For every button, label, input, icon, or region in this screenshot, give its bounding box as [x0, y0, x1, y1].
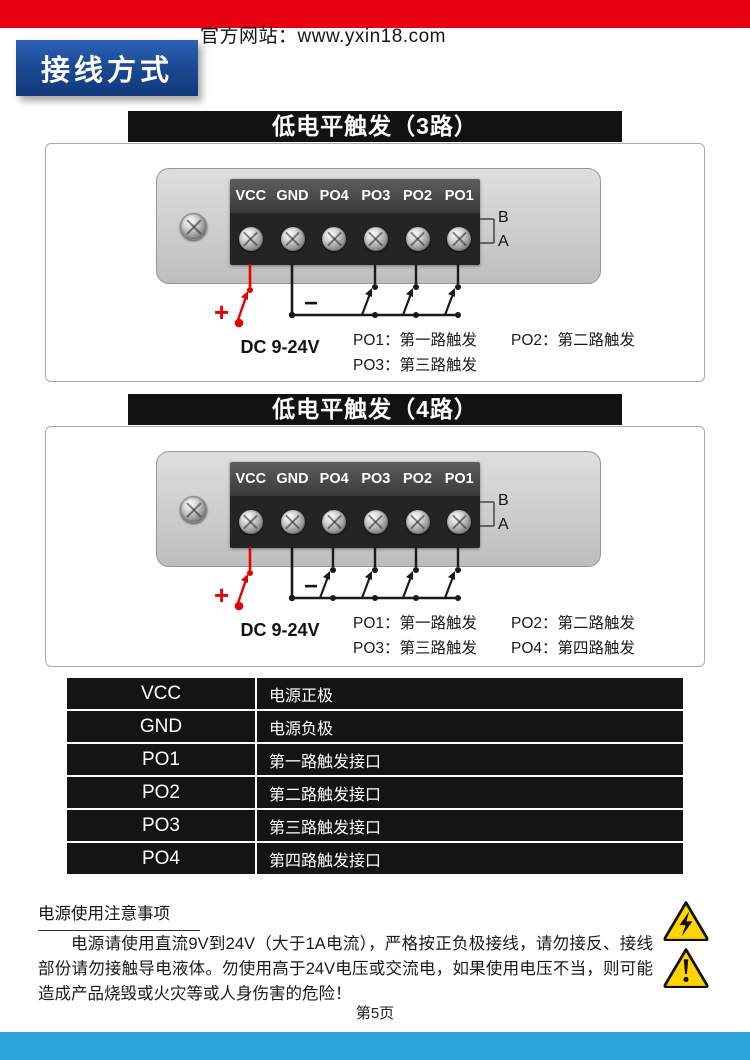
terminal-label: PO4 [319, 188, 349, 204]
legend-po4: PO4：第四路触发 [511, 640, 636, 657]
terminal-label: PO1 [444, 471, 474, 487]
terminal-screw-icon [405, 510, 430, 534]
terminal-label: PO3 [361, 188, 391, 204]
legend-po2: PO2：第二路触发 [511, 332, 636, 349]
terminal-screw-icon [363, 227, 388, 251]
terminal-label: PO2 [403, 188, 433, 204]
section-title-3ch: 低电平触发（3路） [128, 111, 622, 142]
power-rating-label: DC 9-24V [240, 620, 320, 640]
lightning-warning-icon [663, 901, 709, 941]
pin-description-table: VCC 电源正极 GND 电源负极 PO1 第一路触发接口 PO2 第二路触发接… [65, 676, 685, 876]
terminal-screw-icon [405, 227, 430, 251]
pin-desc: 第三路触发接口 [255, 808, 685, 843]
panel-screw-icon [180, 496, 207, 523]
terminal-block: VCC GND PO4 PO3 PO2 PO1 [230, 179, 480, 265]
website-text: 官方网站：www.yxin18.com [200, 26, 446, 47]
table-row: PO1 第一路触发接口 [65, 742, 685, 777]
table-row: GND 电源负极 [65, 709, 685, 744]
minus-sign: − [304, 573, 319, 600]
terminal-screw-icon [363, 510, 388, 534]
power-rating-label: DC 9-24V [240, 337, 320, 357]
terminal-screw-icon [322, 510, 347, 534]
legend-po1: PO1：第一路触发 [353, 332, 478, 349]
table-row: VCC 电源正极 [65, 676, 685, 711]
table-row: PO2 第二路触发接口 [65, 775, 685, 810]
bracket-label-a: A [498, 233, 509, 250]
bracket-label-b: B [498, 209, 509, 226]
terminal-label: GND [276, 188, 309, 204]
wiring-method-badge: 接线方式 [16, 40, 198, 96]
bottom-blue-bar [0, 1032, 750, 1060]
exclamation-warning-icon [663, 948, 709, 988]
plus-sign: + [214, 580, 230, 610]
terminal-label: GND [276, 471, 309, 487]
legend-po3: PO3：第三路触发 [353, 640, 478, 657]
notice-body: 电源请使用直流9V到24V（大于1A电流），严格按正负极接线，请勿接反、接线部份… [38, 935, 653, 1003]
table-row: PO3 第三路触发接口 [65, 808, 685, 843]
terminal-screw-icon [447, 510, 472, 534]
minus-sign: − [304, 290, 319, 317]
legend-po2: PO2：第二路触发 [511, 615, 636, 632]
terminal-label: VCC [235, 471, 267, 487]
terminal-screw-row [230, 213, 480, 265]
bracket-label-b: B [498, 492, 509, 509]
terminal-screw-icon [447, 227, 472, 251]
notice-title: 电源使用注意事项 [38, 900, 200, 931]
wiring-diagram-3ch: VCC GND PO4 PO3 PO2 PO1 [45, 143, 705, 382]
pin-name: PO4 [65, 841, 257, 876]
terminal-label: PO2 [403, 471, 433, 487]
pin-name: PO1 [65, 742, 257, 777]
plus-sign: + [214, 297, 230, 327]
terminal-label: PO3 [361, 471, 391, 487]
terminal-block: VCC GND PO4 PO3 PO2 PO1 [230, 462, 480, 548]
terminal-screw-row [230, 496, 480, 548]
terminal-labels: VCC GND PO4 PO3 PO2 PO1 [230, 462, 480, 496]
device-panel: VCC GND PO4 PO3 PO2 PO1 [156, 168, 601, 284]
section-title-4ch: 低电平触发（4路） [128, 394, 622, 425]
terminal-labels: VCC GND PO4 PO3 PO2 PO1 [230, 179, 480, 213]
pin-desc: 电源正极 [255, 676, 685, 711]
panel-screw-icon [180, 213, 207, 240]
terminal-screw-icon [280, 510, 305, 534]
wiring-diagram-4ch: VCC GND PO4 PO3 PO2 PO1 [45, 426, 705, 667]
pin-desc: 第一路触发接口 [255, 742, 685, 777]
top-red-bar [0, 0, 750, 28]
pin-name: VCC [65, 676, 257, 711]
bracket-label-a: A [498, 516, 509, 533]
terminal-screw-icon [322, 227, 347, 251]
terminal-screw-icon [238, 510, 263, 534]
terminal-label: PO1 [444, 188, 474, 204]
terminal-label: VCC [235, 188, 267, 204]
page-number: 第5页 [355, 1005, 395, 1022]
pin-name: GND [65, 709, 257, 744]
legend-po3: PO3：第三路触发 [353, 357, 478, 374]
legend-po1: PO1：第一路触发 [353, 615, 478, 632]
pin-name: PO3 [65, 808, 257, 843]
pin-name: PO2 [65, 775, 257, 810]
pin-desc: 第二路触发接口 [255, 775, 685, 810]
table-row: PO4 第四路触发接口 [65, 841, 685, 876]
terminal-screw-icon [280, 227, 305, 251]
pin-desc: 电源负极 [255, 709, 685, 744]
terminal-screw-icon [238, 227, 263, 251]
pin-desc: 第四路触发接口 [255, 841, 685, 876]
device-panel: VCC GND PO4 PO3 PO2 PO1 [156, 451, 601, 567]
terminal-label: PO4 [319, 471, 349, 487]
